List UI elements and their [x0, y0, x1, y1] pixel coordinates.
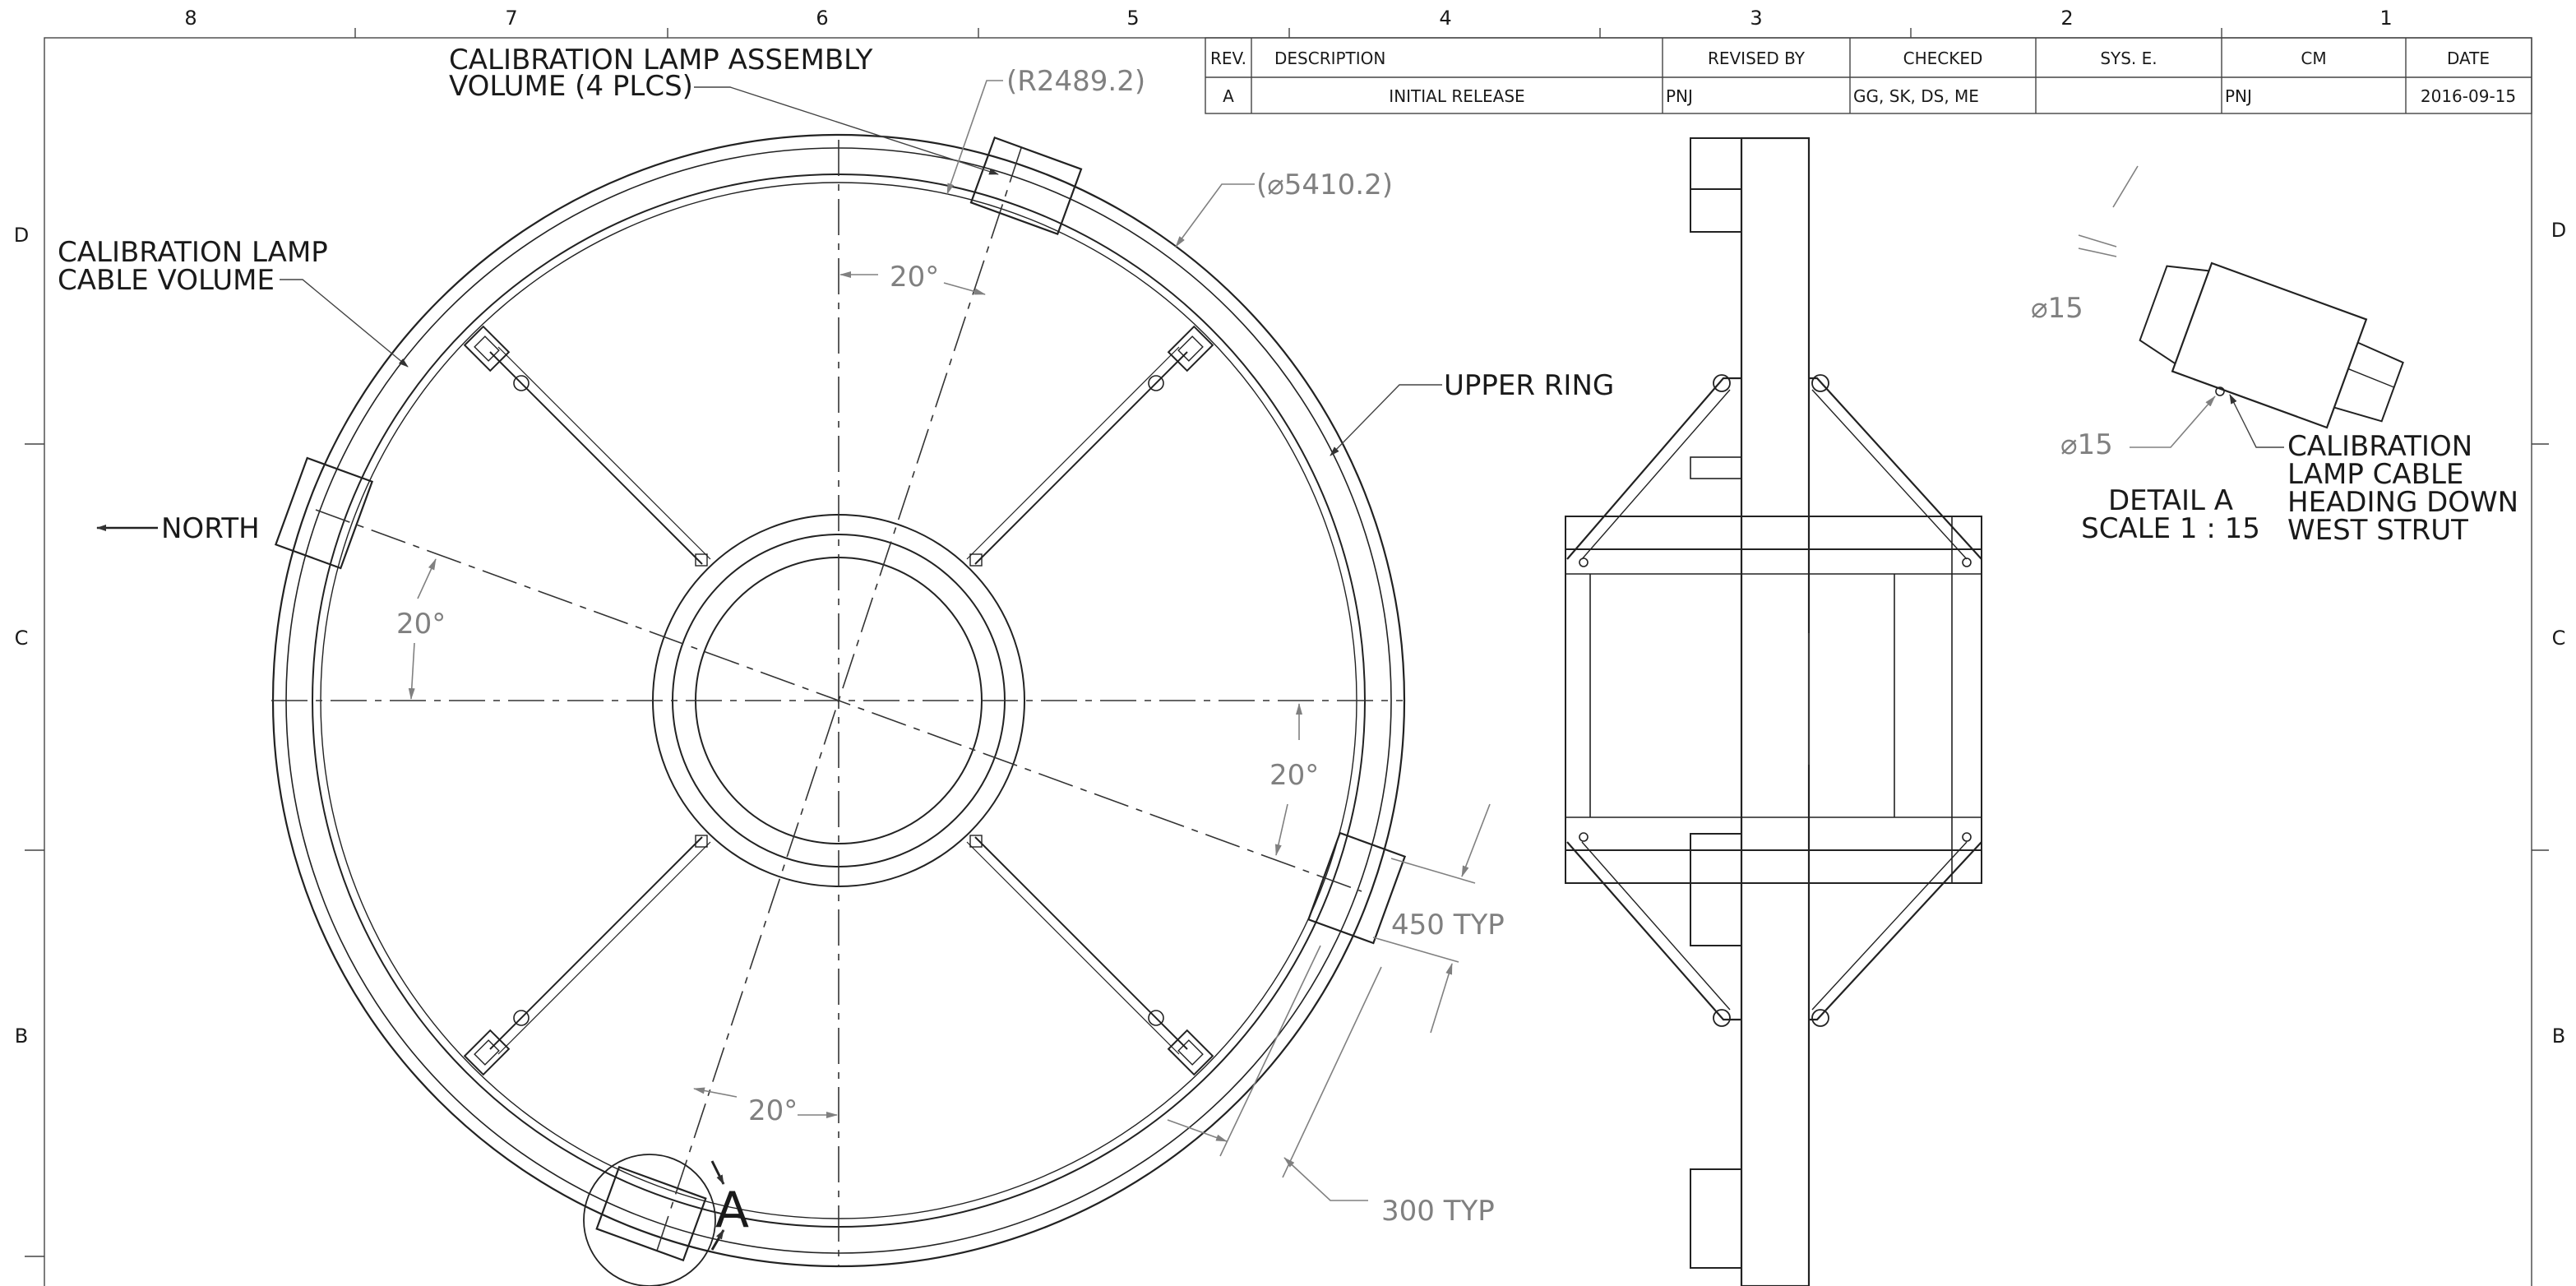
lamp-assembly-label: CALIBRATION LAMP ASSEMBLY: [449, 44, 873, 76]
column-labels: 8 7 6 5 4 3 2 1: [184, 7, 2392, 30]
angle-dimension: 20°: [890, 261, 939, 294]
row-labels: D C B D C B: [14, 219, 2566, 1048]
top-view: A: [58, 44, 1614, 1286]
detail-title: DETAIL A: [2108, 484, 2233, 517]
revision-cell: INITIAL RELEASE: [1389, 86, 1524, 106]
column-label: 5: [1126, 7, 1139, 30]
detail-callout-letter: A: [715, 1182, 749, 1239]
width-dimension: 450 TYP: [1391, 909, 1505, 941]
top-view-labels: CALIBRATION LAMP ASSEMBLY VOLUME (4 PLCS…: [58, 44, 1614, 545]
row-label: C: [2552, 627, 2566, 650]
detail-a-callout: A: [583, 1154, 749, 1286]
detail-a-view: [2078, 165, 2404, 448]
row-label: C: [15, 627, 29, 650]
cable-heading-label: LAMP CABLE: [2287, 458, 2463, 491]
radius-dimension: (R2489.2): [1006, 65, 1145, 98]
detail-dimension: ⌀15: [2060, 428, 2113, 461]
diameter-dimension: (⌀5410.2): [1256, 169, 1393, 201]
revision-header: SYS. E.: [2100, 49, 2157, 68]
detail-scale: SCALE 1 : 15: [2081, 512, 2260, 545]
column-label: 3: [1750, 7, 1762, 30]
detail-a-labels: ⌀15 ⌀15 DETAIL A SCALE 1 : 15 CALIBRATIO…: [2031, 292, 2518, 547]
revision-header: REV.: [1210, 49, 1246, 68]
revision-header: CHECKED: [1903, 49, 1983, 68]
lamp-assemblies: [274, 136, 1407, 1262]
side-view: [1565, 136, 1982, 1286]
revision-cell: A: [1223, 86, 1234, 106]
revision-cell: 2016-09-15: [2421, 86, 2516, 106]
upper-ring-label: UPPER RING: [1444, 369, 1614, 402]
cable-heading-label: HEADING DOWN: [2287, 486, 2518, 519]
top-view-dimensions: (R2489.2) (⌀5410.2) 20° 20° 20° 20° 450 …: [396, 65, 1505, 1228]
cable-heading-label: WEST STRUT: [2287, 514, 2468, 547]
width-dimension: 300 TYP: [1381, 1195, 1495, 1228]
row-label: D: [2551, 219, 2566, 242]
spoke-fittings: [463, 325, 1214, 1076]
cable-heading-label: CALIBRATION: [2287, 430, 2472, 463]
row-label: D: [14, 224, 29, 247]
center-lines: [271, 140, 1403, 1266]
revision-cell: PNJ: [2225, 86, 2252, 106]
row-label: B: [15, 1025, 28, 1048]
cable-volume-label: CABLE VOLUME: [58, 264, 275, 297]
revision-header: DATE: [2447, 49, 2490, 68]
cable-volume-label: CALIBRATION LAMP: [58, 236, 328, 269]
revision-header: DESCRIPTION: [1274, 49, 1385, 68]
revision-header: REVISED BY: [1708, 49, 1806, 68]
detail-dimension: ⌀15: [2031, 292, 2083, 325]
column-label: 1: [2379, 7, 2392, 30]
revision-header: CM: [2301, 49, 2326, 68]
column-label: 4: [1439, 7, 1451, 30]
row-label: B: [2552, 1025, 2565, 1048]
angle-dimension: 20°: [748, 1094, 798, 1127]
column-label: 8: [184, 7, 197, 30]
dimension-graphics: [408, 80, 1491, 1201]
angle-dimension: 20°: [1270, 759, 1319, 792]
north-label: NORTH: [161, 512, 260, 545]
revision-cell: PNJ: [1666, 86, 1693, 106]
drawing-border: [25, 28, 2549, 1286]
revision-cell: GG, SK, DS, ME: [1853, 86, 1979, 106]
angle-dimension: 20°: [396, 608, 446, 641]
lamp-assembly-label: VOLUME (4 PLCS): [449, 70, 693, 103]
column-label: 7: [505, 7, 517, 30]
spokes: [489, 346, 1188, 1055]
label-leaders: [96, 86, 1442, 531]
column-label: 6: [816, 7, 828, 30]
revision-table: REV. DESCRIPTION REVISED BY CHECKED SYS.…: [1205, 37, 2532, 114]
column-label: 2: [2060, 7, 2073, 30]
